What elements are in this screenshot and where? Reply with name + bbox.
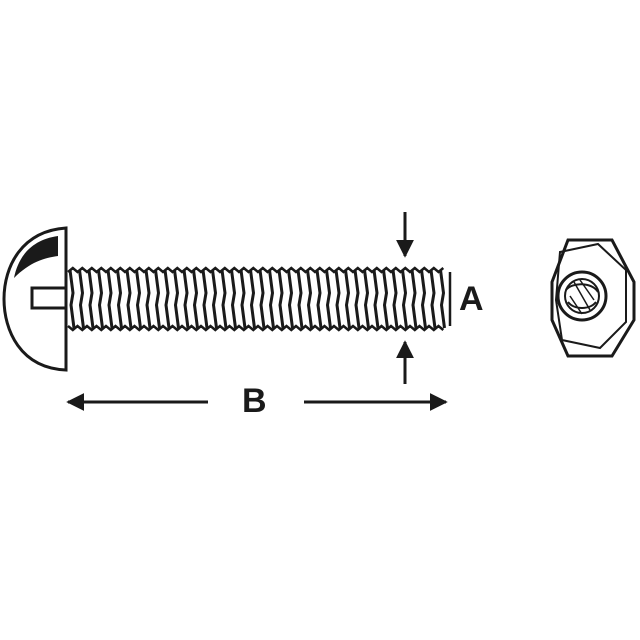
bolt-shank — [67, 266, 452, 332]
label-b: B — [242, 382, 267, 420]
bolt-head — [2, 226, 68, 372]
label-a: A — [459, 280, 484, 318]
dimension-a: A — [396, 212, 484, 384]
dimension-b: B — [66, 382, 448, 420]
hex-nut — [550, 238, 636, 358]
head-slot — [30, 286, 68, 310]
